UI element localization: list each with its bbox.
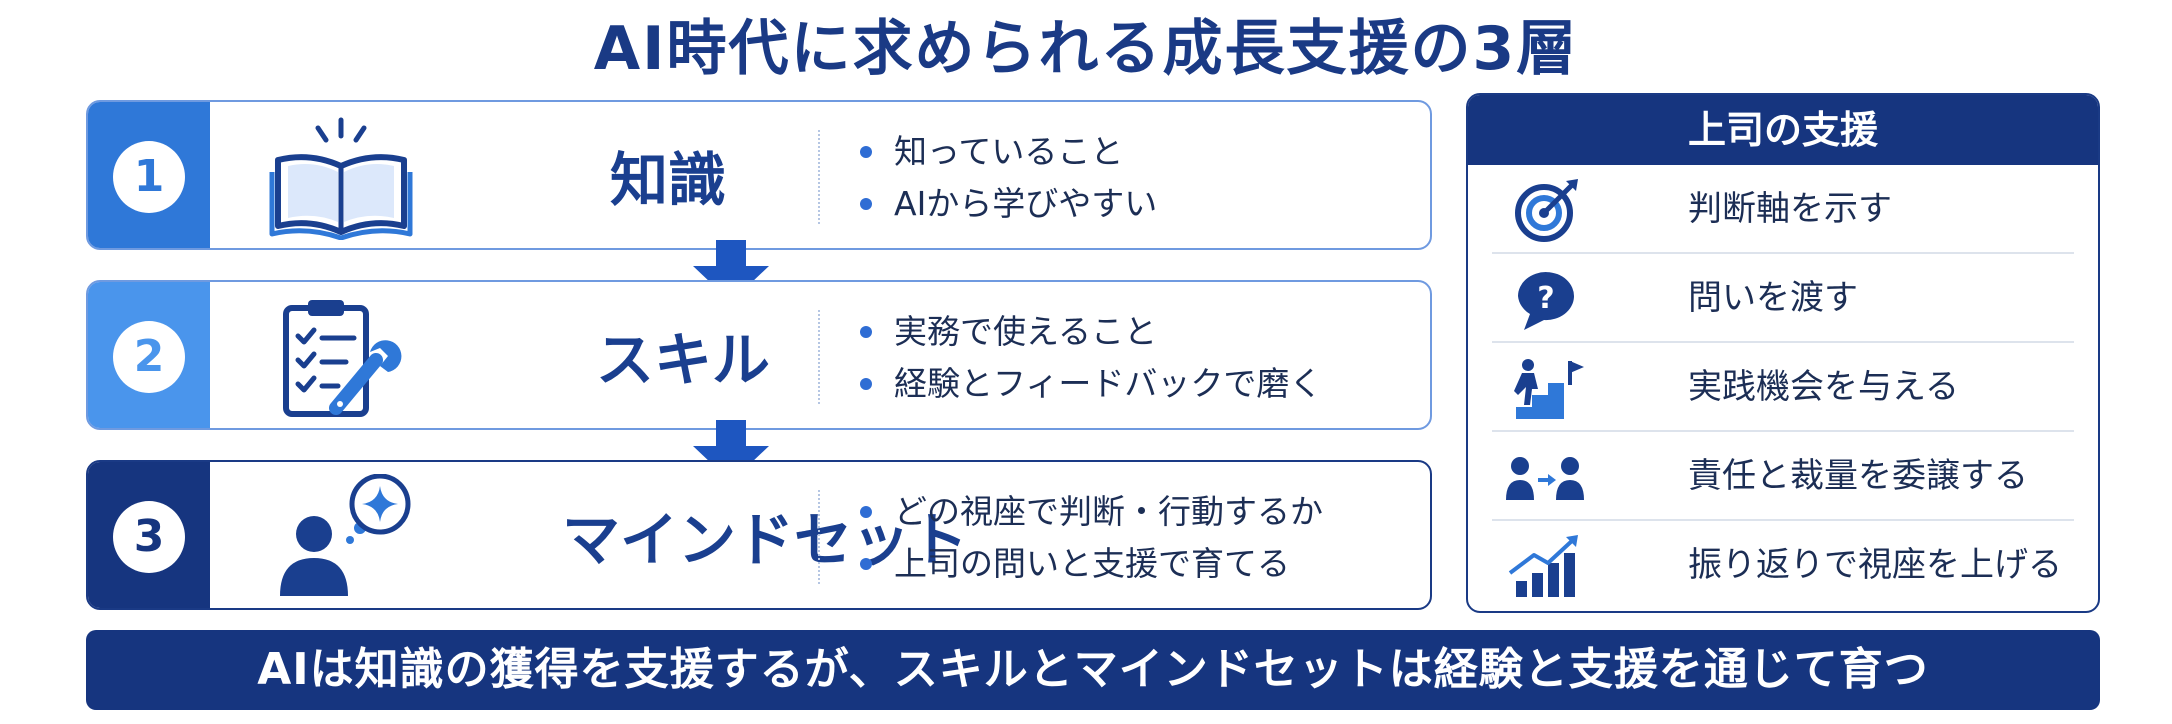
stairs-flag-icon [1504, 355, 1588, 421]
layer-number-panel: 1 [88, 102, 210, 248]
layer-points: 実務で使えること 経験とフィードバックで磨く [858, 306, 1322, 410]
divider [818, 130, 820, 224]
question-bubble-icon: ? [1504, 266, 1588, 332]
layer-knowledge: 1 知識 知っていること AIから学びやすい [86, 100, 1432, 250]
target-arrow-icon [1504, 177, 1588, 243]
list-item: 責任と裁量を委譲する [1492, 432, 2074, 521]
support-item-text: 問いを渡す [1688, 278, 1858, 318]
summary-banner: AIは知識の獲得を支援するが、スキルとマインドセットは経験と支援を通じて育つ [86, 630, 2100, 710]
support-list: 判断軸を示す ? 問いを渡す 実践機会を与える [1468, 165, 2098, 610]
list-item: 振り返りで視座を上げる [1492, 521, 2074, 610]
layer-number-panel: 2 [88, 282, 210, 428]
list-item: 判断軸を示す [1492, 165, 2074, 254]
layer-points: どの視座で判断・行動するか 上司の問いと支援で育てる [858, 486, 1323, 590]
list-item: どの視座で判断・行動するか [858, 486, 1323, 538]
down-arrow-icon [693, 240, 769, 302]
svg-text:?: ? [1537, 281, 1554, 316]
layer-number: 1 [113, 141, 185, 213]
list-item: AIから学びやすい [858, 178, 1157, 230]
list-item: 経験とフィードバックで磨く [858, 358, 1322, 410]
divider [818, 490, 820, 584]
divider [818, 310, 820, 404]
list-item: ? 問いを渡す [1492, 254, 2074, 343]
layer-label: マインドセット [562, 506, 969, 574]
layer-number: 3 [113, 501, 185, 573]
list-item: 知っていること [858, 126, 1157, 178]
delegate-people-icon [1504, 444, 1588, 510]
support-item-text: 実践機会を与える [1688, 367, 1959, 407]
layer-label: スキル [596, 326, 771, 394]
support-item-text: 振り返りで視座を上げる [1688, 545, 2062, 585]
layer-skill: 2 スキル 実務で使えること 経験とフィードバックで磨く [86, 280, 1432, 430]
support-panel: 上司の支援 判断軸を示す ? 問いを渡す [1466, 93, 2100, 613]
list-item: 実践機会を与える [1492, 343, 2074, 432]
layer-mindset: 3 マインドセット どの視座で判断・行動するか 上司の問いと支援で育てる [86, 460, 1432, 610]
support-heading: 上司の支援 [1468, 95, 2098, 165]
list-item: 上司の問いと支援で育てる [858, 538, 1323, 590]
layer-points: 知っていること AIから学びやすい [858, 126, 1157, 230]
layer-label: 知識 [610, 146, 727, 214]
layer-number-panel: 3 [88, 462, 210, 608]
clipboard-wrench-icon [266, 294, 416, 420]
page-title: AI時代に求められる成長支援の3層 [593, 14, 1579, 84]
list-item: 実務で使えること [858, 306, 1322, 358]
layer-number: 2 [113, 321, 185, 393]
support-item-text: 責任と裁量を委譲する [1688, 456, 2028, 496]
down-arrow-icon [693, 420, 769, 482]
growth-chart-icon [1504, 533, 1588, 599]
open-book-icon [266, 114, 416, 241]
support-item-text: 判断軸を示す [1688, 189, 1892, 229]
person-thought-icon [266, 473, 416, 600]
